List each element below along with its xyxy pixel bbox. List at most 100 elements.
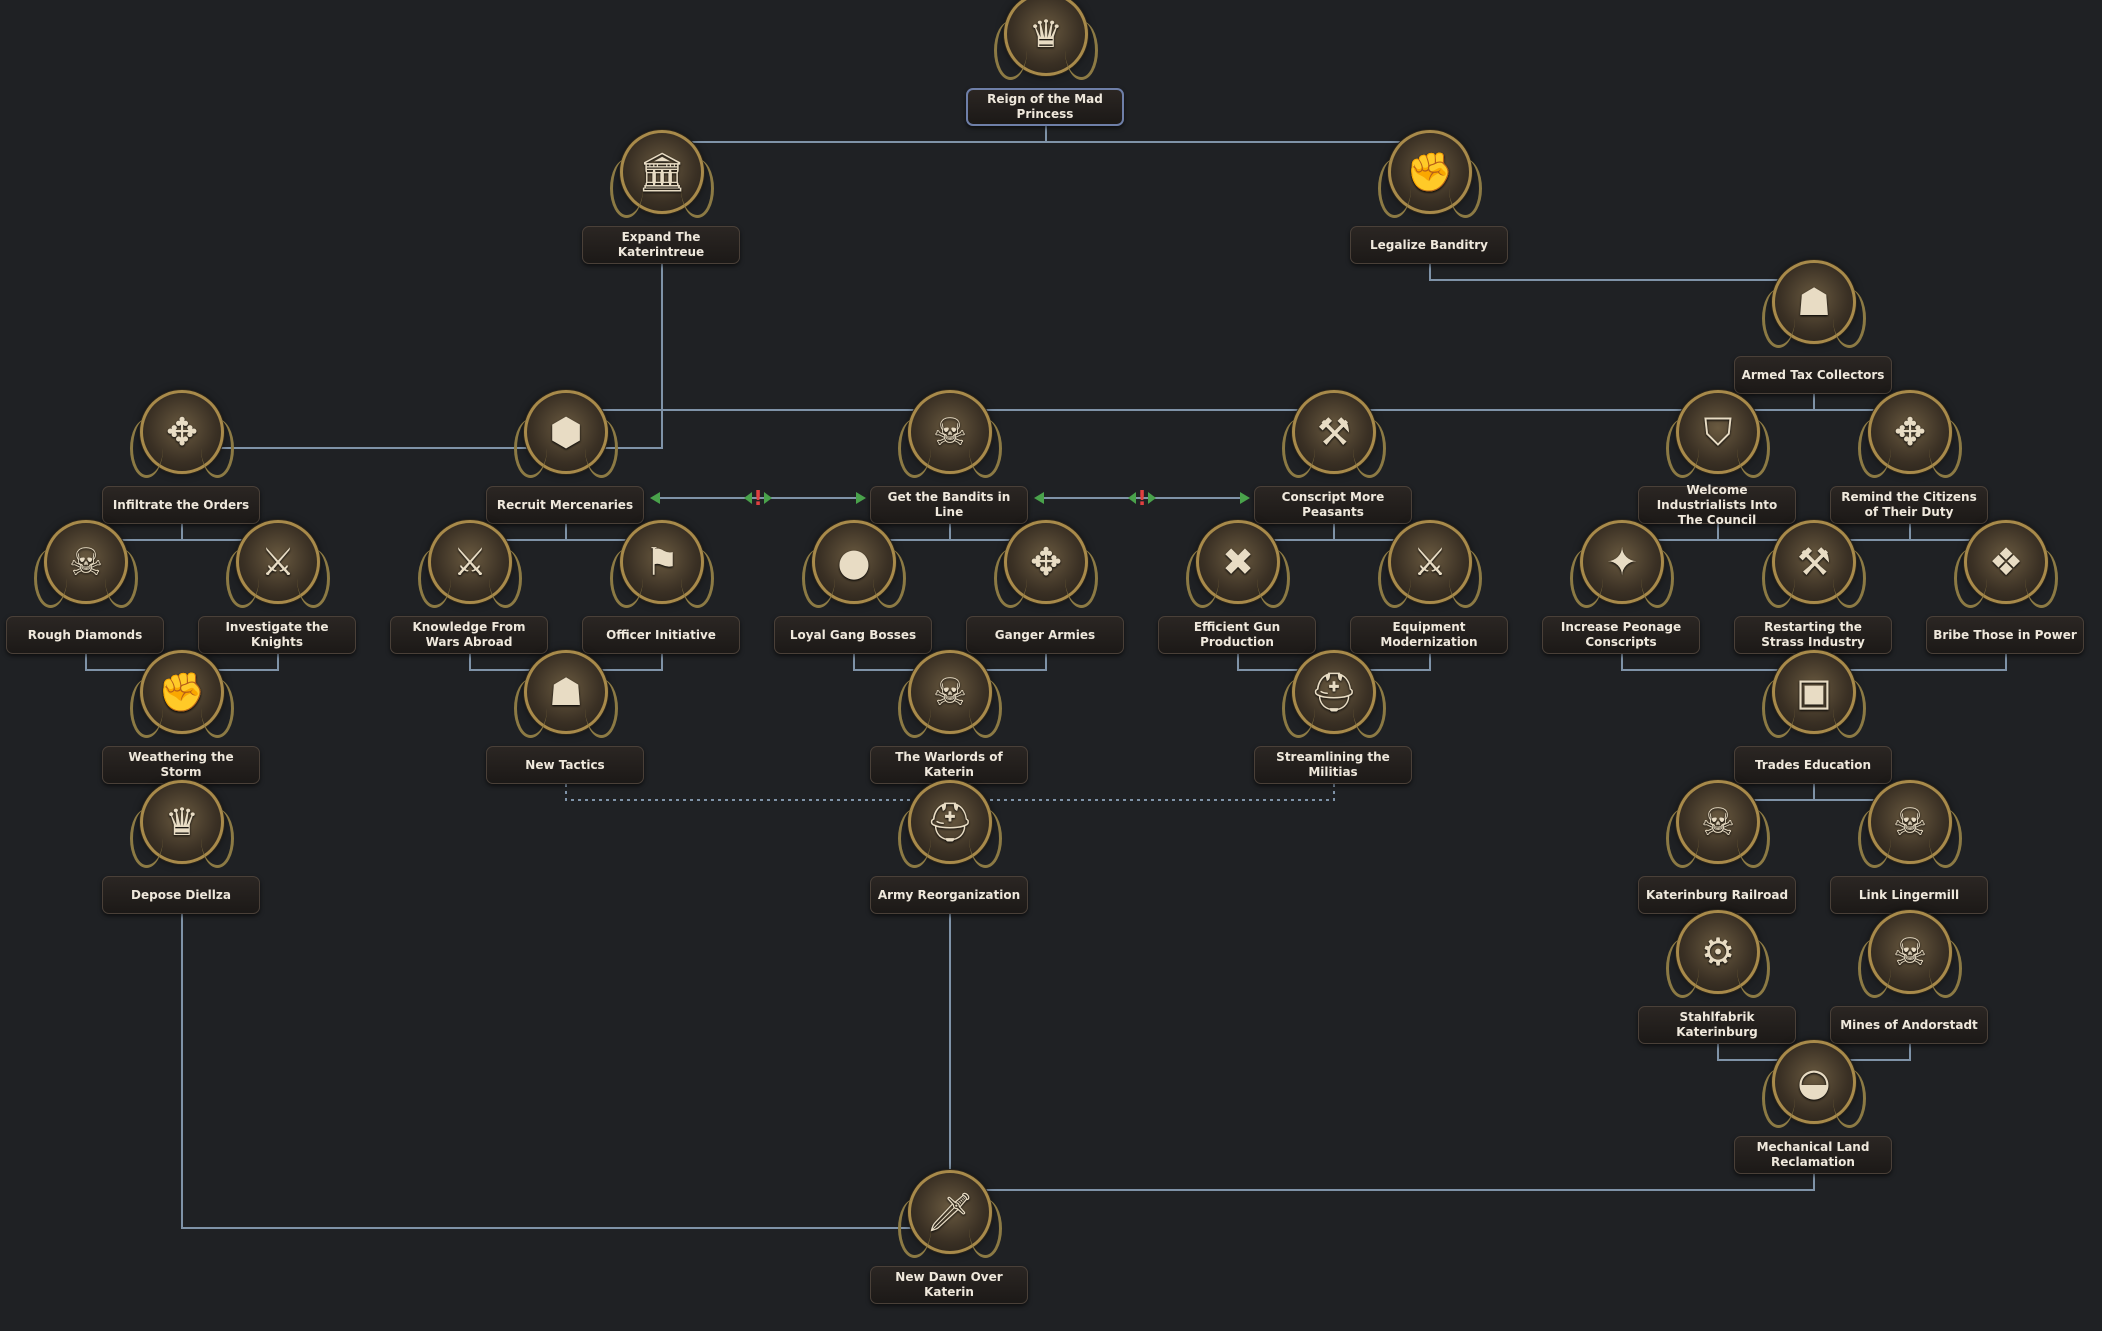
focus-icon-glyph: ⚔ [452, 540, 488, 584]
focus-equipment[interactable]: ⚔Equipment Modernization [1350, 520, 1510, 654]
focus-icon-glyph: ☠ [932, 410, 968, 454]
focus-andorstadt[interactable]: ☠Mines of Andorstadt [1830, 910, 1990, 1044]
focus-ganger[interactable]: ✥ Ganger Armies [966, 520, 1126, 654]
focus-icon-glyph: ☠ [932, 670, 968, 714]
focus-label: Loyal Gang Bosses [774, 616, 932, 654]
focus-bribe[interactable]: ❖Bribe Those in Power [1926, 520, 2086, 654]
focus-label: Recruit Mercenaries [486, 486, 644, 524]
focus-label: Armed Tax Collectors [1734, 356, 1892, 394]
focus-conscript[interactable]: ⚒ Conscript More Peasants [1254, 390, 1414, 524]
focus-icon-glyph: ☗ [1796, 280, 1832, 324]
focus-label: Remind the Citizens of Their Duty [1830, 486, 1988, 524]
focus-reign[interactable]: ♛Reign of the Mad Princess [966, 0, 1126, 126]
handshake-icon: ✥ [130, 390, 234, 478]
focus-label: Officer Initiative [582, 616, 740, 654]
fist-icon: ✊ [1378, 130, 1482, 218]
gold-icon: ⬢ [514, 390, 618, 478]
focus-land[interactable]: ◒Mechanical Land Reclamation [1734, 1040, 1894, 1174]
focus-army-reorg[interactable]: ⛑Army Reorganization [870, 780, 1030, 914]
skull-icon: ☠ [898, 390, 1002, 478]
focus-label: Depose Diellza [102, 876, 260, 914]
focus-warlords[interactable]: ☠The Warlords of Katerin [870, 650, 1030, 784]
focus-gang[interactable]: ● Loyal Gang Bosses [774, 520, 934, 654]
skull-icon: ☠ [34, 520, 138, 608]
exclusive-arrow-icon [1148, 492, 1156, 504]
focus-militias[interactable]: ⛑Streamlining the Militias [1254, 650, 1414, 784]
focus-icon-glyph: ⚒ [1316, 410, 1352, 454]
focus-label: Restarting the Strass Industry [1734, 616, 1892, 654]
focus-icon-glyph: ⚙ [1700, 930, 1736, 974]
focus-label: Investigate the Knights [198, 616, 356, 654]
focus-tax[interactable]: ☗ Armed Tax Collectors [1734, 260, 1894, 394]
focus-citizens-duty[interactable]: ✥ Remind the Citizens of Their Duty [1830, 390, 1990, 524]
exclusive-arrow-icon [1034, 492, 1044, 504]
focus-new-dawn[interactable]: 🗡 New Dawn Over Katerin [870, 1170, 1030, 1304]
focus-icon-glyph: ⛉ [1703, 410, 1733, 454]
focus-icon-glyph: ◒ [1797, 1060, 1831, 1104]
focus-icon-glyph: ✖ [1222, 540, 1254, 584]
sword-icon: 🗡 [898, 1170, 1002, 1258]
focus-label: Conscript More Peasants [1254, 486, 1412, 524]
skull-icon: ☠ [898, 650, 1002, 738]
focus-bandits-line[interactable]: ☠Get the Bandits in Line [870, 390, 1030, 524]
exclusive-arrow-icon [856, 492, 866, 504]
focus-katerintreue[interactable]: 🏛Expand The Katerintreue [582, 130, 742, 264]
focus-railroad[interactable]: ☠Katerinburg Railroad [1638, 780, 1798, 914]
focus-icon-glyph: ⚑ [644, 540, 680, 584]
shield-icon: ⛉ [1666, 390, 1770, 478]
focus-trades[interactable]: ▣Trades Education [1734, 650, 1894, 784]
focus-knights[interactable]: ⚔ Investigate the Knights [198, 520, 358, 654]
focus-industrialists[interactable]: ⛉ Welcome Industrialists Into The Council [1638, 390, 1798, 527]
focus-label: New Dawn Over Katerin [870, 1266, 1028, 1304]
soldier-icon: ☗ [1762, 260, 1866, 348]
focus-label: Rough Diamonds [6, 616, 164, 654]
wolf-icon: ☗ [514, 650, 618, 738]
focus-gun-prod[interactable]: ✖ Efficient Gun Production [1158, 520, 1318, 654]
exclusive-warning-icon: ! [1137, 486, 1146, 510]
focus-peonage[interactable]: ✦Increase Peonage Conscripts [1542, 520, 1702, 654]
focus-icon-glyph: ✥ [1894, 410, 1926, 454]
tools-icon: ⚒ [1762, 520, 1866, 608]
crossed-axes-icon: ⚔ [418, 520, 522, 608]
focus-icon-glyph: ✊ [1406, 150, 1454, 194]
focus-icon-glyph: 🏛 [637, 150, 687, 194]
focus-banditry[interactable]: ✊ Legalize Banditry [1350, 130, 1510, 264]
building-icon: 🏛 [610, 130, 714, 218]
exclusive-arrow-icon [1128, 492, 1136, 504]
skull-icon: ☠ [1858, 910, 1962, 998]
handshake-icon: ✥ [1858, 390, 1962, 478]
focus-mercs[interactable]: ⬢ Recruit Mercenaries [486, 390, 646, 524]
focus-icon-glyph: ⬢ [549, 410, 583, 454]
skulls-icon: ☠ [1666, 780, 1770, 868]
focus-officer[interactable]: ⚑ Officer Initiative [582, 520, 742, 654]
focus-label: New Tactics [486, 746, 644, 784]
focus-icon-glyph: ☠ [68, 540, 104, 584]
gauntlet-icon: ✊ [130, 650, 234, 738]
focus-label: Ganger Armies [966, 616, 1124, 654]
focus-new-tactics[interactable]: ☗ New Tactics [486, 650, 646, 784]
focus-rough[interactable]: ☠ Rough Diamonds [6, 520, 166, 654]
pistol-icon: ⚔ [226, 520, 330, 608]
focus-icon-glyph: ☠ [1892, 800, 1928, 844]
coin-icon: ● [802, 520, 906, 608]
field-icon: ◒ [1762, 1040, 1866, 1128]
focus-label: Welcome Industrialists Into The Council [1638, 483, 1796, 527]
focus-infiltrate[interactable]: ✥Infiltrate the Orders [102, 390, 262, 524]
guns-icon: ✖ [1186, 520, 1290, 608]
focus-icon-glyph: ✥ [166, 410, 198, 454]
focus-label: Efficient Gun Production [1158, 616, 1316, 654]
focus-stahlfabrik[interactable]: ⚙Stahlfabrik Katerinburg [1638, 910, 1798, 1044]
focus-wars-abroad[interactable]: ⚔Knowledge From Wars Abroad [390, 520, 550, 654]
focus-icon-glyph: ☠ [1892, 930, 1928, 974]
briefcase-icon: ▣ [1762, 650, 1866, 738]
helmet-icon: ⛑ [898, 780, 1002, 868]
focus-weathering[interactable]: ✊Weathering the Storm [102, 650, 262, 784]
helmet-icon: ⛑ [1282, 650, 1386, 738]
focus-icon-glyph: ⚒ [1796, 540, 1832, 584]
focus-depose[interactable]: ♛Depose Diellza [102, 780, 262, 914]
focus-strass[interactable]: ⚒ Restarting the Strass Industry [1734, 520, 1894, 654]
focus-label: Legalize Banditry [1350, 226, 1508, 264]
handshake-icon: ✥ [994, 520, 1098, 608]
focus-lingermill[interactable]: ☠Link Lingermill [1830, 780, 1990, 914]
